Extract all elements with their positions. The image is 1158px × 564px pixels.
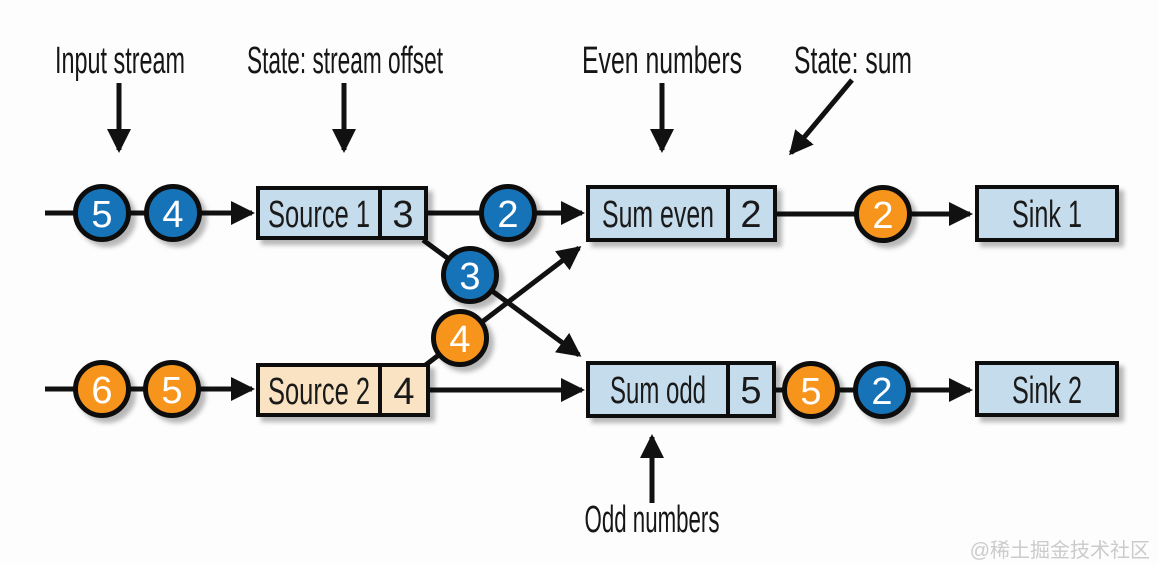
token-top-incoming-1 bbox=[73, 184, 131, 242]
token-bottom-result-2 bbox=[853, 361, 911, 419]
source-2-state-value: 4 bbox=[393, 371, 414, 413]
label-state-sum: State: sum bbox=[794, 40, 912, 82]
sum-even-box bbox=[586, 185, 730, 242]
sink-1-label: Sink 1 bbox=[1012, 194, 1082, 236]
token-top-between bbox=[479, 184, 537, 242]
token-bottom-result-1-value: 5 bbox=[800, 371, 821, 413]
token-top-incoming-1-value: 5 bbox=[91, 194, 112, 236]
diagram-text: Input stream State: stream offset Even n… bbox=[55, 40, 1082, 541]
token-bottom-result-1 bbox=[782, 361, 840, 419]
token-bottom-result-2-value: 2 bbox=[871, 371, 892, 413]
token-cross-to-sum-even-value: 4 bbox=[449, 319, 470, 361]
source-1-state-value: 3 bbox=[392, 194, 413, 236]
sum-odd-state-value: 5 bbox=[740, 370, 761, 412]
sum-even-state-value: 2 bbox=[740, 194, 761, 236]
label-input-stream: Input stream bbox=[55, 40, 185, 82]
sum-odd-state-cell bbox=[726, 361, 776, 418]
token-cross-to-sum-odd-value: 3 bbox=[459, 256, 480, 298]
diagram-edges bbox=[45, 78, 973, 503]
watermark: @稀土掘金技术社区 bbox=[970, 539, 1150, 562]
token-cross-to-sum-odd bbox=[441, 246, 499, 304]
diagram-shapes bbox=[73, 184, 1119, 419]
token-top-incoming-2 bbox=[144, 184, 202, 242]
sink-2-label: Sink 2 bbox=[1012, 370, 1082, 412]
source-1-label: Source 1 bbox=[268, 194, 370, 236]
token-top-between-value: 2 bbox=[497, 194, 518, 236]
token-top-incoming-2-value: 4 bbox=[162, 194, 183, 236]
sink-2-box bbox=[975, 361, 1119, 417]
source-2-state-cell bbox=[378, 363, 430, 417]
token-bottom-incoming-1-value: 6 bbox=[91, 370, 112, 412]
sink-1-box bbox=[975, 185, 1119, 242]
sum-odd-label: Sum odd bbox=[610, 370, 706, 412]
token-top-result bbox=[854, 185, 912, 243]
token-bottom-incoming-1 bbox=[73, 360, 131, 418]
label-odd-numbers: Odd numbers bbox=[585, 499, 720, 541]
sum-even-label: Sum even bbox=[602, 194, 714, 236]
sum-even-state-cell bbox=[726, 185, 777, 242]
source-1-box bbox=[256, 186, 382, 240]
token-cross-to-sum-even bbox=[431, 309, 489, 367]
token-top-result-value: 2 bbox=[872, 195, 893, 237]
source-2-label: Source 2 bbox=[268, 371, 370, 413]
label-even-numbers: Even numbers bbox=[582, 40, 742, 82]
sum-odd-box bbox=[586, 361, 730, 418]
token-bottom-incoming-2-value: 5 bbox=[161, 370, 182, 412]
token-bottom-incoming-2 bbox=[143, 360, 201, 418]
annotation-arrow-state-sum bbox=[789, 78, 854, 156]
label-state-stream-offset: State: stream offset bbox=[247, 40, 443, 82]
source-1-state-cell bbox=[378, 186, 428, 240]
